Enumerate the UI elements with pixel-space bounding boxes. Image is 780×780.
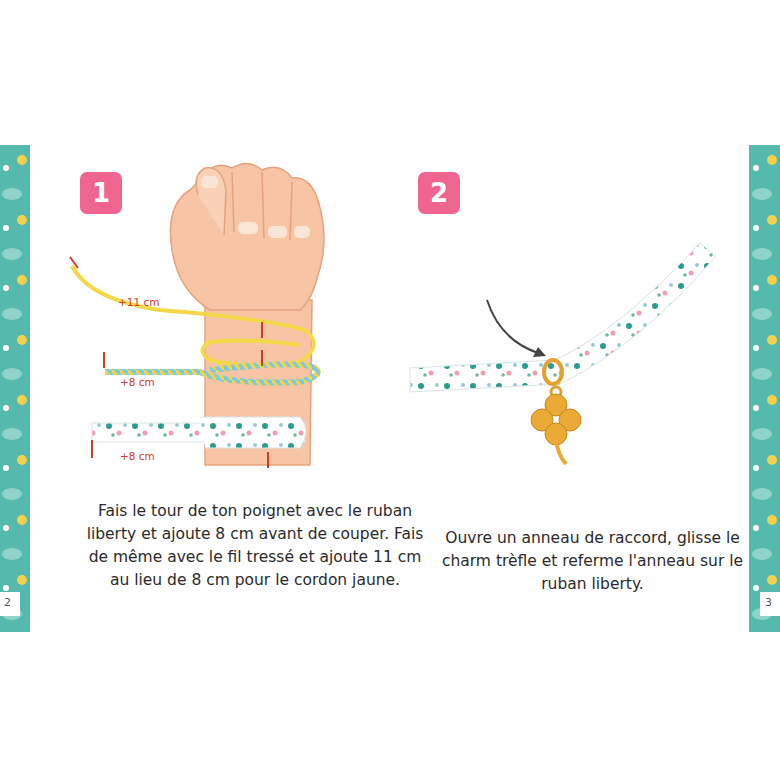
step-number: 2 <box>430 178 448 208</box>
page-number: 2 <box>4 596 11 609</box>
dimension: +11 cm <box>118 296 160 308</box>
step-badge: 2 <box>418 172 460 214</box>
instruction-text: Fais le tour de ton poignet avec le ruba… <box>78 500 432 592</box>
dimension: +8 cm <box>120 450 155 462</box>
instruction-text: Ouvre un anneau de raccord, glisse le ch… <box>420 527 765 596</box>
dimension: +8 cm <box>120 376 155 388</box>
step-badge: 1 <box>80 172 122 214</box>
page-number: 3 <box>765 596 772 609</box>
step-number: 1 <box>92 178 110 208</box>
